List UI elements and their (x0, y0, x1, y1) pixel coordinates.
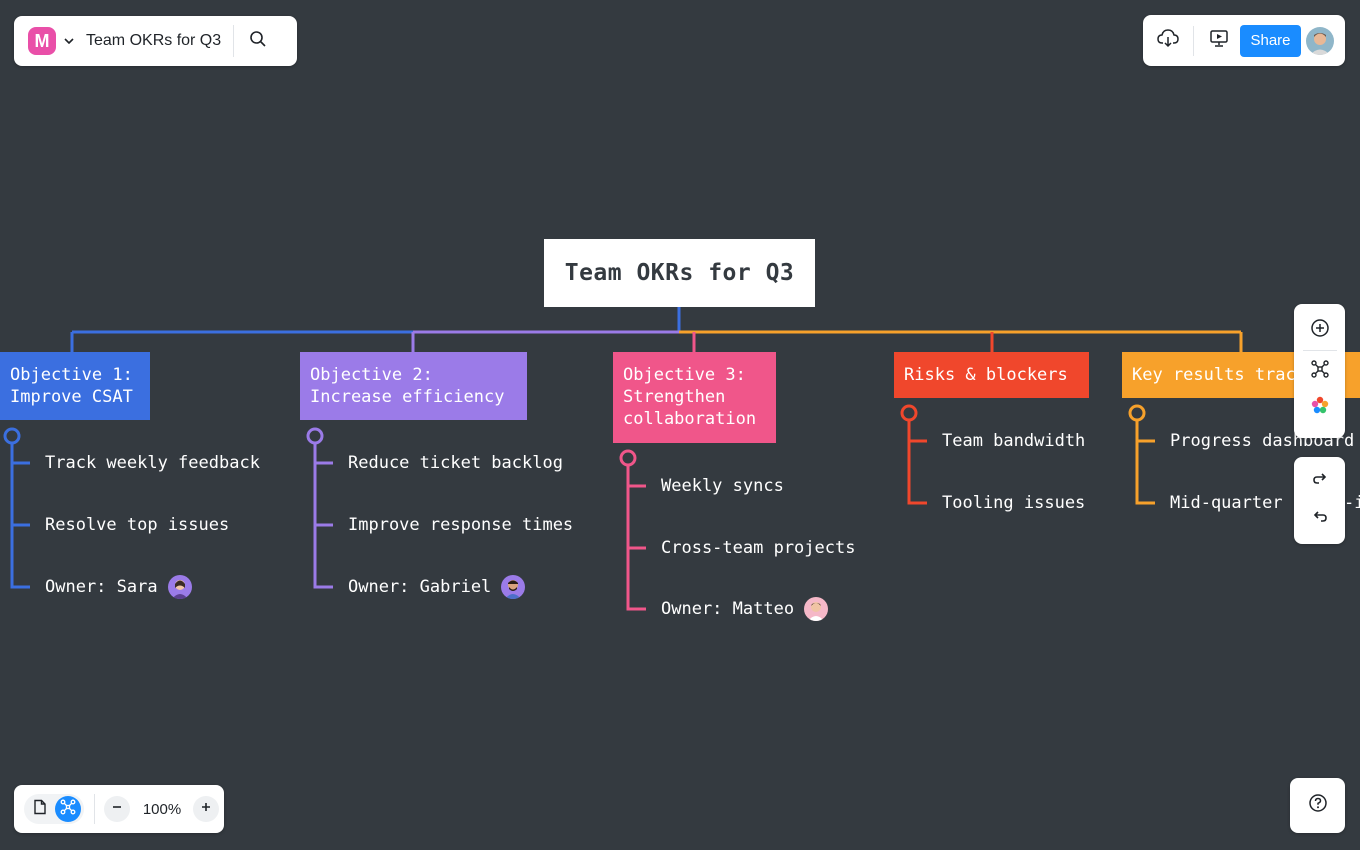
branch-node-objective-3[interactable]: Objective 3: Strengthen collaboration (613, 352, 776, 443)
color-palette-icon (1310, 395, 1330, 420)
leaf-label: Reduce ticket backlog (348, 453, 563, 473)
mindmap-tools-panel (1294, 304, 1345, 438)
leaf-weekly-syncs[interactable]: Weekly syncs (661, 475, 784, 497)
leaf-label: Owner: Matteo (661, 599, 795, 619)
leaf-team-bandwidth[interactable]: Team bandwidth (942, 430, 1085, 452)
board-actions-panel: Share (1143, 15, 1345, 66)
mindmap-view-button[interactable] (55, 796, 81, 822)
leaf-tooling-issues[interactable]: Tooling issues (942, 492, 1085, 514)
divider (94, 794, 95, 824)
leaf-cross-team-projects[interactable]: Cross-team projects (661, 537, 855, 559)
branch-4-children-lines (900, 404, 927, 505)
plus-icon (200, 800, 212, 818)
undo-button[interactable] (1304, 504, 1336, 536)
plus-circle-icon (1310, 318, 1330, 343)
undo-icon (1311, 508, 1329, 531)
root-node[interactable]: Team OKRs for Q3 (544, 239, 815, 307)
leaf-owner-gabriel[interactable]: Owner: Gabriel (348, 575, 526, 599)
present-button[interactable] (1203, 25, 1235, 57)
leaf-label: Cross-team projects (661, 538, 856, 558)
add-node-button[interactable] (1304, 314, 1336, 346)
leaf-label: Weekly syncs (661, 476, 784, 496)
leaf-label: Team bandwidth (942, 431, 1086, 451)
help-button[interactable] (1290, 778, 1345, 833)
layout-button[interactable] (1304, 355, 1336, 387)
leaf-track-weekly-feedback[interactable]: Track weekly feedback (45, 452, 260, 474)
app-logo[interactable]: M (28, 27, 56, 55)
presentation-icon (1209, 28, 1229, 53)
share-button[interactable]: Share (1240, 24, 1301, 57)
avatar (804, 597, 829, 621)
logo-letter: M (34, 31, 50, 51)
search-button[interactable] (242, 25, 274, 57)
leaf-label: Tooling issues (942, 493, 1086, 513)
view-zoom-panel: 100% (14, 785, 224, 833)
branch-3-children-lines (619, 449, 646, 611)
zoom-out-button[interactable] (104, 796, 130, 822)
mindmap-icon (60, 799, 76, 820)
view-toggle (24, 794, 84, 824)
color-palette-button[interactable] (1304, 391, 1336, 423)
leaf-owner-sara[interactable]: Owner: Sara (45, 575, 192, 599)
board-title[interactable]: Team OKRs for Q3 (86, 32, 222, 49)
leaf-label: Owner: Gabriel (348, 577, 492, 597)
avatar (501, 575, 526, 599)
leaf-label: Resolve top issues (45, 515, 230, 535)
leaf-label: Improve response times (348, 515, 574, 535)
search-icon (249, 30, 267, 53)
redo-icon (1311, 470, 1329, 493)
leaf-label: Track weekly feedback (45, 453, 260, 473)
minus-icon (111, 800, 123, 818)
divider (233, 25, 235, 57)
branch-node-objective-1[interactable]: Objective 1: Improve CSAT (0, 352, 150, 420)
chevron-down-icon[interactable] (62, 34, 76, 48)
doc-view-button[interactable] (27, 796, 53, 822)
leaf-reduce-ticket-backlog[interactable]: Reduce ticket backlog (348, 452, 563, 474)
zoom-in-button[interactable] (193, 796, 219, 822)
zoom-level[interactable]: 100% (142, 800, 182, 818)
mindmap-layout-icon (1310, 359, 1330, 384)
branch-1-children-lines (3, 427, 30, 589)
branch-5-children-lines (1128, 404, 1155, 505)
history-panel (1294, 457, 1345, 544)
export-button[interactable] (1152, 25, 1184, 57)
divider (1193, 25, 1194, 56)
help-icon (1308, 793, 1328, 818)
cloud-download-icon (1157, 28, 1179, 53)
leaf-label: Owner: Sara (45, 577, 158, 597)
leaf-owner-matteo[interactable]: Owner: Matteo (661, 597, 829, 621)
avatar (167, 575, 192, 599)
leaf-improve-response-times[interactable]: Improve response times (348, 514, 573, 536)
branch-2-children-lines (306, 427, 333, 589)
leaf-resolve-top-issues[interactable]: Resolve top issues (45, 514, 229, 536)
branch-node-objective-2[interactable]: Objective 2: Increase efficiency (300, 352, 527, 420)
redo-button[interactable] (1304, 466, 1336, 498)
branch-node-risks[interactable]: Risks & blockers (894, 352, 1089, 398)
divider (1302, 350, 1337, 351)
board-header-panel: M Team OKRs for Q3 (14, 16, 297, 66)
user-avatar[interactable] (1306, 26, 1334, 55)
document-icon (32, 799, 48, 820)
